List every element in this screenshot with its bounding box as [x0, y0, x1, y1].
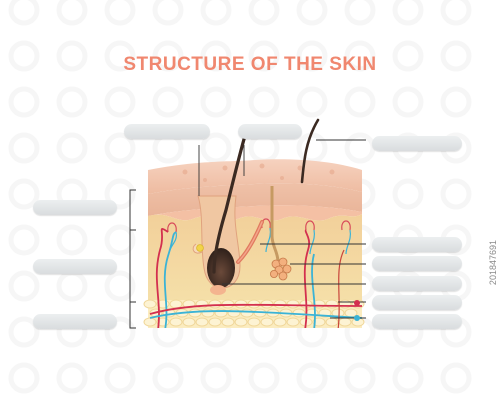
- label-right-2: [372, 256, 462, 271]
- dermis-layer: [148, 214, 362, 300]
- hair-shaft: [300, 118, 320, 184]
- label-top-3: [372, 136, 462, 151]
- diagram-title: STRUCTURE OF THE SKIN: [123, 54, 377, 75]
- label-right-5: [372, 314, 462, 329]
- label-top-2: [238, 124, 302, 139]
- label-left-3: [33, 314, 117, 329]
- label-top-1: [124, 124, 210, 139]
- vein-marker: [354, 315, 360, 321]
- layer-bracket: [129, 189, 136, 329]
- epidermis-top: [148, 159, 362, 194]
- sweat-gland: [269, 186, 292, 281]
- stock-id: 201847691: [488, 240, 498, 286]
- label-left-2: [33, 259, 117, 274]
- sebaceous-gland: [192, 243, 204, 254]
- label-right-4: [372, 295, 462, 310]
- arrector-pili-muscle: [236, 220, 264, 264]
- leader-lines: [198, 139, 366, 319]
- blood-vessels: [149, 228, 362, 328]
- hypodermis-layer: [143, 299, 365, 328]
- label-right-1: [372, 237, 462, 252]
- label-left-1: [33, 200, 117, 215]
- hair-follicle: [197, 130, 248, 295]
- label-right-3: [372, 276, 462, 291]
- artery-marker: [354, 300, 360, 306]
